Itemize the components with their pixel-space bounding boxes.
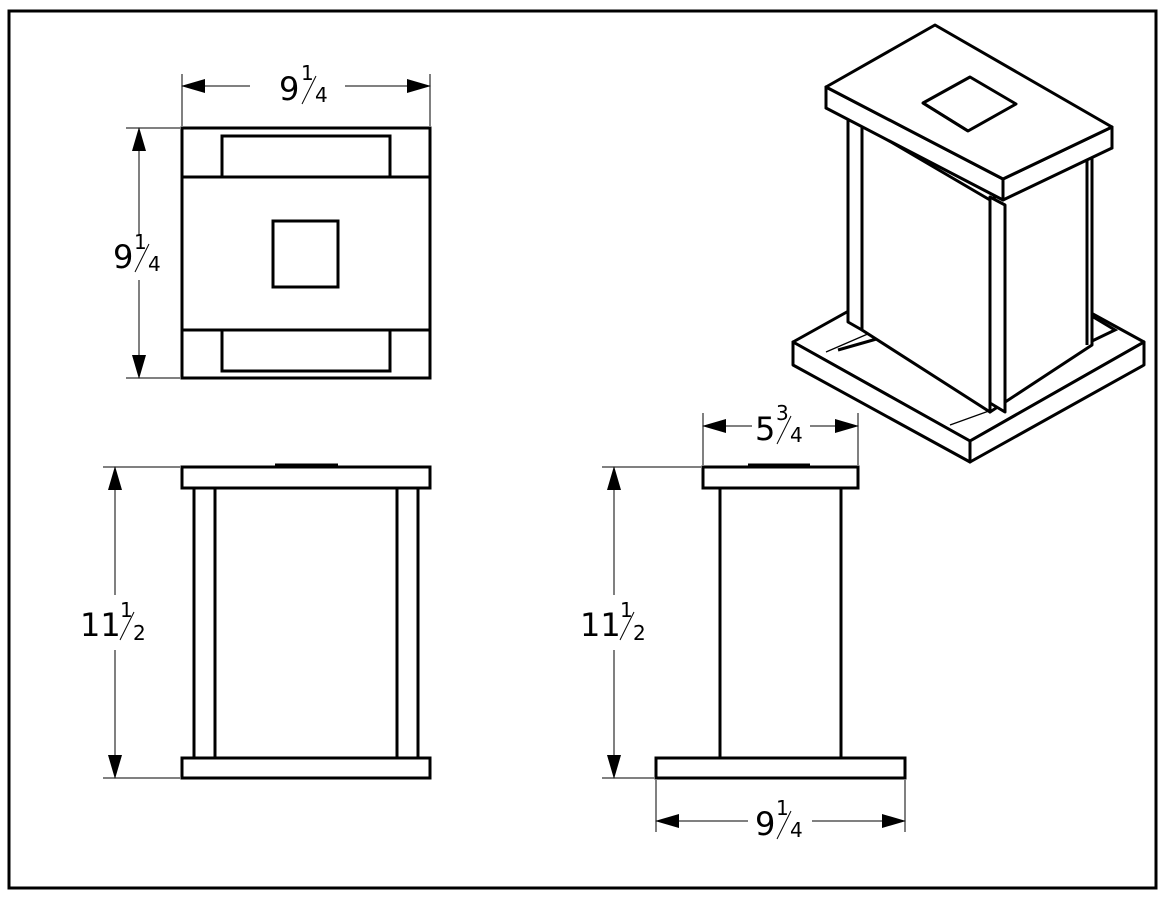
dim-front-height-whole: 11	[80, 606, 121, 644]
dim-top-width-num: 1	[301, 61, 314, 85]
dimension-top-width: 9 1 4	[181, 61, 431, 126]
dimension-top-depth: 9 1 4	[113, 127, 180, 379]
dim-front-height-num: 1	[120, 598, 133, 622]
dim-top-depth-num: 1	[134, 230, 147, 254]
dimension-front-height: 11 1 2	[80, 466, 180, 779]
dimension-side-top: 5 3 4	[702, 401, 859, 465]
front-view	[180, 463, 432, 780]
drawing-border	[7, 9, 1158, 890]
dimension-side-height: 11 1 2	[580, 466, 701, 779]
dim-top-width-den: 4	[315, 83, 328, 107]
dim-front-height-den: 2	[133, 621, 146, 645]
dim-top-depth-whole: 9	[113, 238, 133, 276]
top-view-center-square	[271, 219, 340, 289]
top-view	[180, 126, 432, 380]
dimension-side-base: 9 1 4	[655, 780, 906, 843]
dim-side-base-whole: 9	[755, 805, 775, 843]
dim-side-top-den: 4	[790, 423, 803, 447]
dim-side-height-den: 2	[633, 621, 646, 645]
dim-side-top-num: 3	[776, 401, 789, 425]
dim-side-base-den: 4	[790, 818, 803, 842]
side-view	[654, 463, 907, 780]
isometric-view	[791, 23, 1146, 464]
dim-side-base-num: 1	[776, 796, 789, 820]
dim-side-height-whole: 11	[580, 606, 621, 644]
dim-top-depth-den: 4	[148, 252, 161, 276]
dim-side-height-num: 1	[620, 598, 633, 622]
dim-side-top-whole: 5	[755, 410, 775, 448]
dim-top-width-whole: 9	[279, 70, 299, 108]
